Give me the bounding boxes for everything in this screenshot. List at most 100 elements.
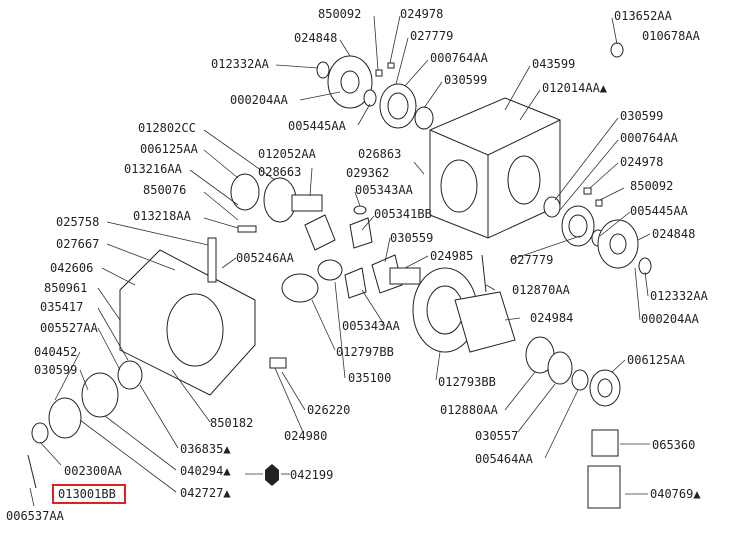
casing-bore <box>166 293 224 367</box>
label-013652AA: 013652AA <box>614 9 673 23</box>
label-012332AA-right: 012332AA <box>650 289 709 303</box>
label-042606: 042606 <box>50 261 93 275</box>
label-027779-top: 027779 <box>410 29 453 43</box>
highlight-box-013001BB <box>52 484 126 504</box>
label-000204AA-top: 000204AA <box>230 93 289 107</box>
label-027779-right: 027779 <box>510 253 553 267</box>
label-030599-left: 030599 <box>34 363 77 377</box>
label-030557: 030557 <box>475 429 518 443</box>
bearing-006125-right-inner <box>597 378 613 398</box>
label-042199: 042199 <box>290 468 333 482</box>
label-006125AA-right: 006125AA <box>627 353 686 367</box>
label-000764AA-top: 000764AA <box>430 51 489 65</box>
label-012332AA-top: 012332AA <box>211 57 270 71</box>
label-012802CC: 012802CC <box>138 121 196 135</box>
label-027667: 027667 <box>56 237 99 251</box>
shaft-024985 <box>389 267 421 285</box>
circlip-005464 <box>571 369 589 391</box>
leader-lines <box>29 15 651 507</box>
part-labels: 850092 024978 013652AA 024848 027779 010… <box>6 7 709 523</box>
shaft-gear-012797 <box>317 259 343 281</box>
label-005343AA-top: 005343AA <box>355 183 414 197</box>
bearing-006125-left <box>230 173 260 211</box>
label-002300AA: 002300AA <box>64 464 123 478</box>
parts-drawing <box>27 42 652 509</box>
bearing-027779-top-inner <box>387 92 409 120</box>
box-icon-040769 <box>587 465 621 509</box>
hex-kit-icon-042199 <box>265 464 279 486</box>
label-005341BB: 005341BB <box>374 207 432 221</box>
label-005445AA-right: 005445AA <box>630 204 689 218</box>
key-024978-top <box>387 62 395 69</box>
flange-040452 <box>48 397 82 439</box>
shaft-012052 <box>291 194 323 212</box>
label-043599: 043599 <box>532 57 575 71</box>
label-040294: 040294▲ <box>180 464 231 478</box>
bolt-850092-top <box>375 69 383 77</box>
label-024980: 024980 <box>284 429 327 443</box>
label-013216AA: 013216AA <box>124 162 183 176</box>
label-030599-right: 030599 <box>620 109 663 123</box>
circlip-030599-top <box>414 106 434 130</box>
seal-012332-top <box>316 61 330 79</box>
label-000764AA-right: 000764AA <box>620 131 679 145</box>
rod-025758 <box>207 237 217 283</box>
label-024985: 024985 <box>430 249 473 263</box>
pin-013218 <box>237 225 257 233</box>
label-026220: 026220 <box>307 403 350 417</box>
label-030559: 030559 <box>390 231 433 245</box>
bevel-gear-005343-top <box>349 217 373 249</box>
flange-024848-right-bore <box>609 233 627 255</box>
label-005246AA: 005246AA <box>236 251 295 265</box>
bushing-030599-left <box>81 372 119 418</box>
label-005445AA-top: 005445AA <box>288 119 347 133</box>
label-024978-top: 024978 <box>400 7 443 21</box>
shim-005445-top <box>363 89 377 107</box>
label-035417: 035417 <box>40 300 83 314</box>
label-010678AA: 010678AA <box>642 29 701 43</box>
label-850961: 850961 <box>44 281 87 295</box>
housing-bore-side <box>507 155 541 205</box>
seal-012332-right <box>638 257 652 275</box>
label-005527AA: 005527AA <box>40 321 99 335</box>
pin-006537 <box>27 454 37 489</box>
bevel-gear-005343-bottom <box>344 267 367 299</box>
label-012014AA: 012014AA▲ <box>542 81 608 95</box>
label-036835: 036835▲ <box>180 442 231 456</box>
bolt-850092-right <box>595 199 603 207</box>
label-013001BB[interactable]: 013001BB <box>58 487 116 501</box>
bearing-027779-right-inner <box>568 214 588 238</box>
label-030599-top: 030599 <box>444 73 487 87</box>
label-026863: 026863 <box>358 147 401 161</box>
label-035100: 035100 <box>348 371 391 385</box>
label-024984: 024984 <box>530 311 573 325</box>
flange-012802 <box>263 177 297 223</box>
label-850092-right: 850092 <box>630 179 673 193</box>
washer-030557 <box>547 351 573 385</box>
label-006125AA-left: 006125AA <box>140 142 199 156</box>
label-012797BB: 012797BB <box>336 345 394 359</box>
label-012870AA: 012870AA <box>512 283 571 297</box>
label-065360: 065360 <box>652 438 695 452</box>
label-029362: 029362 <box>346 166 389 180</box>
label-850182: 850182 <box>210 416 253 430</box>
kit-icon-065360 <box>591 429 619 457</box>
label-024978-right: 024978 <box>620 155 663 169</box>
housing-bore-front <box>440 159 478 213</box>
pinion-028663 <box>304 214 336 251</box>
label-000204AA-right: 000204AA <box>641 312 700 326</box>
label-006537AA: 006537AA <box>6 509 65 523</box>
seal-002300 <box>31 422 49 444</box>
key-024978-right <box>583 187 592 195</box>
label-024848-right: 024848 <box>652 227 695 241</box>
label-005343AA-bottom: 005343AA <box>342 319 401 333</box>
pin-012870 <box>481 254 487 293</box>
fork-024980 <box>269 357 287 369</box>
label-028663: 028663 <box>258 165 301 179</box>
label-013218AA: 013218AA <box>133 209 192 223</box>
washer-005343 <box>353 205 367 215</box>
label-012052AA: 012052AA <box>258 147 317 161</box>
carrier-024984 <box>454 291 516 353</box>
label-024848-top: 024848 <box>294 31 337 45</box>
